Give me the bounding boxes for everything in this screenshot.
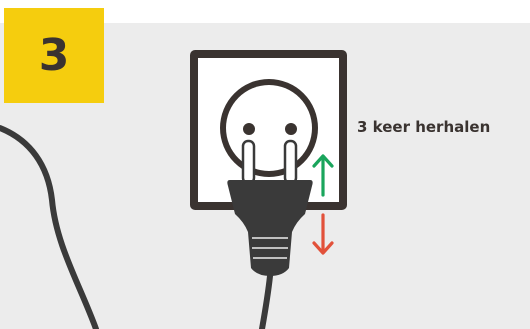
- left-cable: [0, 128, 96, 329]
- step-number: 3: [4, 8, 104, 103]
- instruction-text: 3 keer herhalen: [357, 118, 490, 136]
- arrow-down-icon: [314, 215, 332, 253]
